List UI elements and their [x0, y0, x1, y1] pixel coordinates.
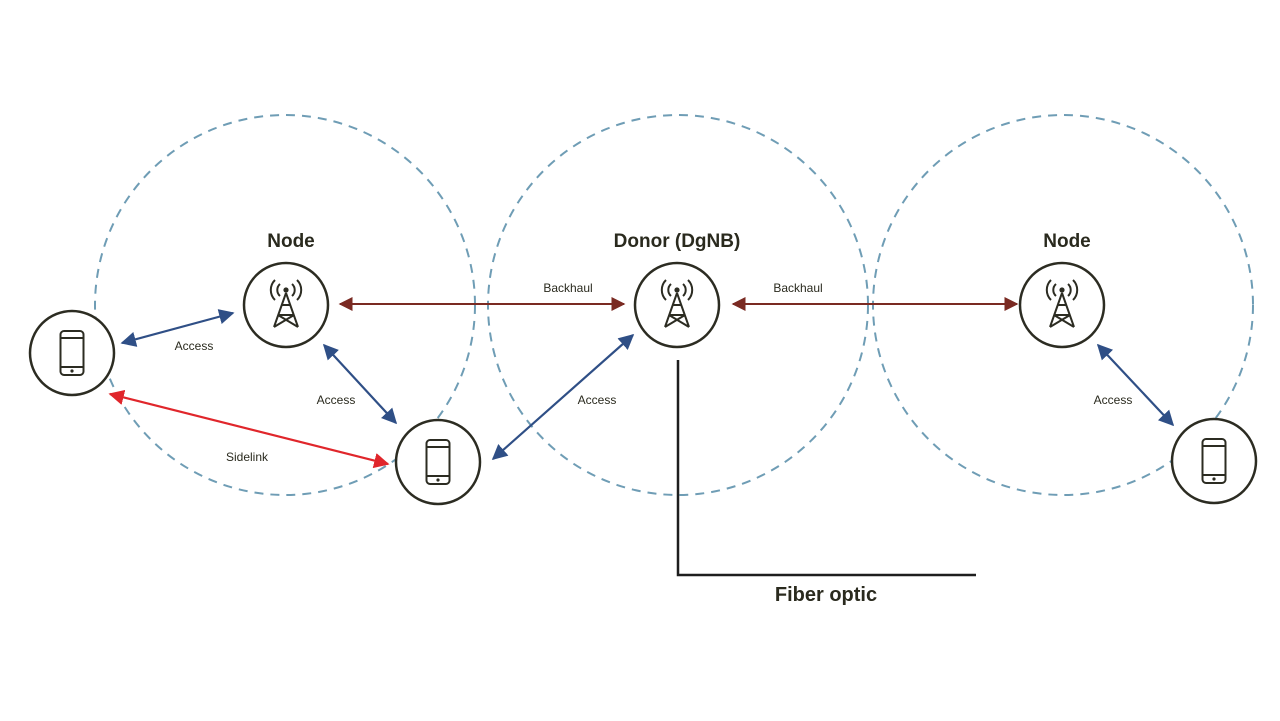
- access-left-ue-label: Access: [175, 339, 214, 353]
- fiber-optic-line: [676, 360, 976, 577]
- access-link-donor-ue: [491, 333, 635, 461]
- node-right-label: Node: [1043, 231, 1091, 252]
- antenna-tower-icon: [633, 261, 721, 349]
- donor-label: Donor (DgNB): [614, 231, 741, 252]
- access-node-ue-label: Access: [317, 393, 356, 407]
- smartphone-icon: [394, 418, 482, 506]
- access-right-label: Access: [1094, 393, 1133, 407]
- smartphone-icon: [1170, 417, 1258, 505]
- access-link-node-ue: [322, 343, 398, 425]
- access-link-left-ue: [120, 309, 235, 347]
- fiber-optic-label: Fiber optic: [775, 584, 877, 606]
- access-link-right: [1096, 343, 1175, 427]
- node-left-label: Node: [267, 231, 315, 252]
- backhaul-left-label: Backhaul: [543, 281, 592, 295]
- access-donor-ue-label: Access: [578, 393, 617, 407]
- backhaul-right-label: Backhaul: [773, 281, 822, 295]
- antenna-tower-icon: [242, 261, 330, 349]
- sidelink-label: Sidelink: [226, 450, 269, 464]
- antenna-tower-icon: [1018, 261, 1106, 349]
- smartphone-icon: [28, 309, 116, 397]
- sidelink-link: [108, 389, 390, 469]
